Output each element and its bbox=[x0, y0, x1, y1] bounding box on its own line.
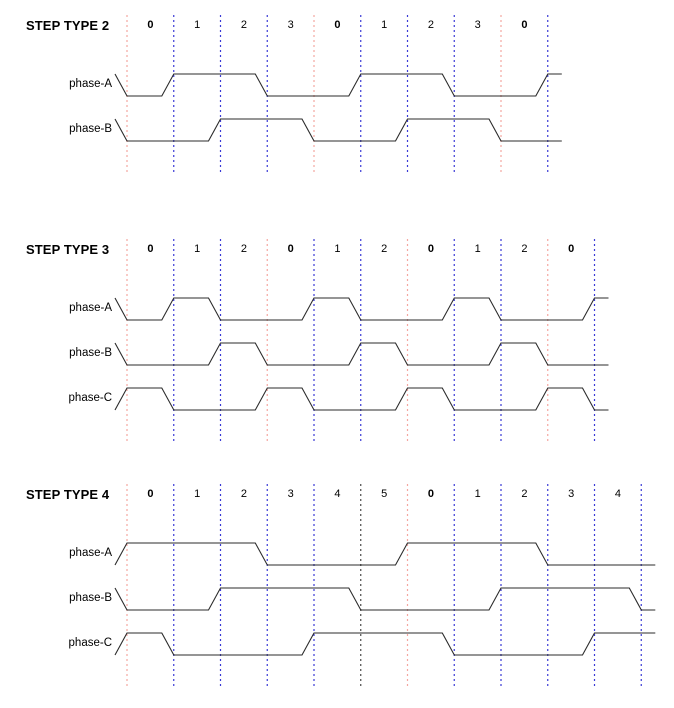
step-number: 2 bbox=[240, 243, 247, 255]
step-number: 0 bbox=[334, 19, 341, 31]
diagram-title: STEP TYPE 2 bbox=[26, 18, 110, 33]
waveform-phase-C bbox=[114, 632, 656, 656]
phase-label: phase-B bbox=[69, 123, 112, 135]
step-number: 4 bbox=[334, 488, 341, 500]
step-number: 5 bbox=[381, 488, 388, 500]
step-number: 4 bbox=[614, 488, 621, 500]
diagram-title: STEP TYPE 4 bbox=[26, 487, 110, 502]
waveform-phase-B bbox=[114, 118, 562, 142]
waveform-phase-A bbox=[114, 73, 562, 97]
waveform-phase-A bbox=[114, 297, 609, 321]
step-number: 1 bbox=[474, 488, 481, 500]
step-number: 0 bbox=[568, 243, 575, 255]
step-number: 1 bbox=[474, 243, 481, 255]
step-number: 0 bbox=[427, 488, 434, 500]
step-number: 0 bbox=[147, 243, 154, 255]
diagram-step-type-4: STEP TYPE 4 0 1 2 3 4 5 0 1 2 3 4 phase-A phase-B phas… bbox=[0, 481, 674, 708]
waveform-phase-C bbox=[114, 387, 609, 411]
step-number: 2 bbox=[240, 19, 247, 31]
phase-label: phase-C bbox=[68, 637, 112, 649]
step-number: 0 bbox=[287, 243, 294, 255]
step-number: 3 bbox=[287, 488, 294, 500]
step-number: 1 bbox=[194, 19, 201, 31]
step-number: 3 bbox=[474, 19, 481, 31]
step-number: 3 bbox=[287, 19, 294, 31]
step-number: 0 bbox=[147, 19, 154, 31]
phase-label: phase-A bbox=[69, 302, 112, 314]
phase-label: phase-B bbox=[69, 347, 112, 359]
step-number: 2 bbox=[521, 488, 528, 500]
step-number: 0 bbox=[521, 19, 528, 31]
step-number: 1 bbox=[194, 488, 201, 500]
diagram-step-type-2: STEP TYPE 2 0 1 2 3 0 1 2 3 0 phase-A phase-B bbox=[0, 12, 674, 194]
diagram-title: STEP TYPE 3 bbox=[26, 242, 110, 257]
step-number: 2 bbox=[427, 19, 434, 31]
waveform-canvas bbox=[114, 15, 562, 174]
step-number: 0 bbox=[147, 488, 154, 500]
step-number: 2 bbox=[521, 243, 528, 255]
waveform-phase-B bbox=[114, 342, 609, 366]
step-number: 2 bbox=[240, 488, 247, 500]
phase-label: phase-A bbox=[69, 547, 112, 559]
step-number: 0 bbox=[427, 243, 434, 255]
step-number: 1 bbox=[381, 19, 388, 31]
step-number: 1 bbox=[334, 243, 341, 255]
waveform-phase-B bbox=[114, 587, 656, 611]
waveform-phase-A bbox=[114, 542, 656, 566]
step-number: 2 bbox=[381, 243, 388, 255]
waveform-canvas bbox=[114, 239, 609, 443]
phase-label: phase-A bbox=[69, 78, 112, 90]
phase-label: phase-C bbox=[68, 392, 112, 404]
step-number: 3 bbox=[568, 488, 575, 500]
phase-label: phase-B bbox=[69, 592, 112, 604]
step-number: 1 bbox=[194, 243, 201, 255]
diagram-step-type-3: STEP TYPE 3 0 1 2 0 1 2 0 1 2 0 phase-A phase-B phase… bbox=[0, 236, 674, 463]
waveform-canvas bbox=[114, 484, 656, 688]
